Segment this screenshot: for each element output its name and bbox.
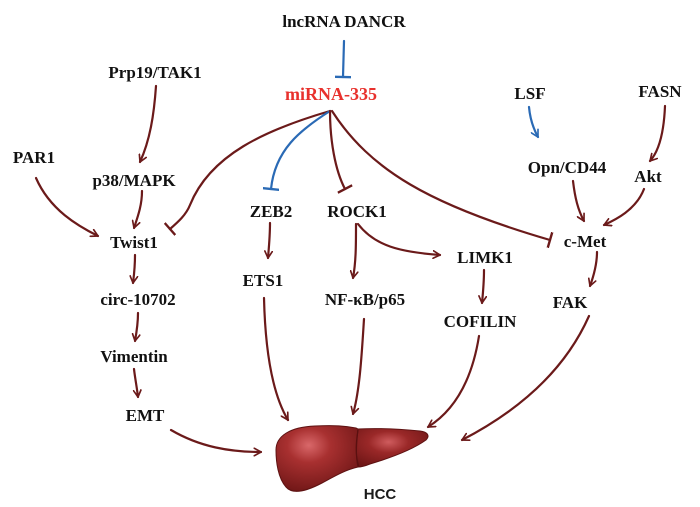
node-emt: EMT [126,406,165,425]
node-twist1: Twist1 [110,233,158,252]
node-fak: FAK [553,293,588,312]
node-nfkb-p65: NF-κB/p65 [325,290,405,309]
edge-ets1-to-hcc [262,296,290,422]
edge-fak-to-hcc [460,314,591,442]
edge-nfkb-to-hcc [353,317,366,416]
edge-fasn-to-akt [648,104,667,163]
nodes: lncRNA DANCR miRNA-335 Prp19/TAK1 PAR1 p… [13,12,682,503]
node-fasn: FASN [638,82,682,101]
edge-mirna335-inhibits-cmet [330,109,550,240]
edge-prp19-to-p38 [140,84,158,164]
liver-fissure [355,429,360,468]
node-p38-mapk: p38/MAPK [92,171,176,190]
node-zeb2: ZEB2 [250,202,293,221]
edge-par1-to-twist1 [34,176,100,236]
edge-mirna335-inhibits-zeb2 [271,109,332,189]
edge-lsf-to-opncd44 [527,105,540,139]
node-limk1: LIMK1 [457,248,513,267]
node-vimentin: Vimentin [100,347,168,366]
edge-p38-to-twist1 [134,189,144,230]
node-ets1: ETS1 [243,271,284,290]
node-opn-cd44: Opn/CD44 [528,158,607,177]
edge-mirna335-inhibits-rock1 [328,109,345,189]
node-lsf: LSF [514,84,545,103]
edge-dancr-inhibits-mirna335 [343,39,344,77]
edge-opncd44-to-cmet [571,179,586,223]
node-mirna-335: miRNA-335 [285,84,377,104]
edge-mirna335-inhibits-twist1 [170,109,332,229]
node-par1: PAR1 [13,148,55,167]
edge-rock1-to-limk1 [356,222,442,255]
edge-circ10702-to-vimentin [135,311,138,343]
edge-vimentin-to-emt [134,367,138,399]
node-hcc: HCC [364,486,397,503]
liver-icon [275,425,429,492]
node-circ-10702: circ-10702 [100,290,175,309]
node-c-met: c-Met [564,232,607,251]
liver-right-lobe [275,425,359,492]
edge-cmet-to-fak [590,250,599,288]
edge-cofilin-to-hcc [426,334,481,429]
edge-zeb2-to-ets1 [268,221,270,260]
edge-akt-to-cmet [602,187,646,225]
node-akt: Akt [634,167,662,186]
edges [34,39,667,452]
node-prp19-tak1: Prp19/TAK1 [108,63,201,82]
node-cofilin: COFILIN [444,312,517,331]
edge-emt-to-hcc [169,428,263,452]
node-rock1: ROCK1 [327,202,387,221]
node-lncrna-dancr: lncRNA DANCR [282,12,406,31]
edge-twist1-to-circ10702 [133,253,135,285]
edge-rock1-to-nfkb [353,222,356,280]
liver-left-lobe [356,428,429,468]
edge-limk1-to-cofilin [482,268,484,305]
